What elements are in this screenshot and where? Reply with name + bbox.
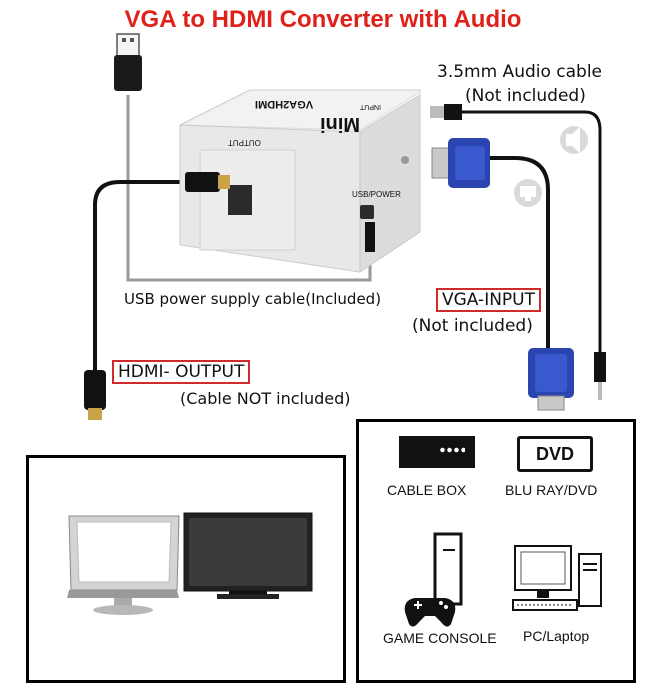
converter-top-label: VGA2HDMI (255, 98, 314, 110)
hdmi-cable (93, 180, 200, 375)
blu-ray-label: BLU RAY/DVD (505, 482, 598, 498)
game-console-icon (404, 532, 463, 627)
converter-diagram (84, 33, 606, 420)
display-icons (67, 512, 313, 615)
usb-power-label: USB power supply cable(Included) (124, 290, 382, 308)
vga-input-note: (Not included) (412, 316, 533, 336)
dvd-icon: DVD (517, 436, 593, 472)
audio-cable-label: 3.5mm Audio cable (437, 62, 603, 82)
vga-plug-top-icon (431, 138, 490, 188)
vga-plug-bottom-icon (528, 348, 574, 411)
hdmi-output-label: HDMI- OUTPUT (112, 360, 251, 384)
audio-cable-note: (Not included) (465, 86, 586, 106)
vga-cable (490, 156, 550, 350)
hdmi-plug-top-icon (185, 172, 230, 192)
pc-laptop-icon (512, 545, 602, 611)
hdmi-port (228, 185, 252, 215)
usb-plug-icon (114, 33, 142, 91)
cable-box-icon (399, 436, 475, 468)
speaker-icon (560, 126, 588, 154)
usb-power-plug (365, 222, 375, 252)
computer-monitor-icon (67, 515, 180, 615)
converter-power-label: USB/POWER (352, 190, 401, 199)
converter-output-label: OUTPUT (228, 138, 261, 147)
monitor-small-icon (514, 179, 542, 207)
audio-jack-top-icon (430, 104, 462, 120)
display-panel (26, 455, 346, 683)
pc-laptop-label: PC/Laptop (523, 628, 590, 644)
game-console-label: GAME CONSOLE (383, 630, 497, 646)
audio-cable (432, 110, 602, 355)
hdmi-output-note: (Cable NOT included) (180, 389, 351, 408)
tv-icon (183, 512, 313, 599)
cable-box-label: CABLE BOX (387, 482, 467, 498)
hdmi-plug-bottom-icon (84, 370, 106, 420)
converter-input-label: INPUT (360, 103, 381, 110)
source-panel: CABLE BOX DVD BLU RAY/DVD GAME CONSOLE P… (356, 419, 636, 683)
converter-box (179, 89, 421, 273)
converter-mini-label: Mini (320, 113, 360, 135)
vga-input-label: VGA-INPUT (436, 288, 542, 312)
page-title: VGA to HDMI Converter with Audio (124, 6, 522, 33)
usb-port (360, 205, 374, 219)
audio-plug-bottom-icon (594, 352, 606, 400)
